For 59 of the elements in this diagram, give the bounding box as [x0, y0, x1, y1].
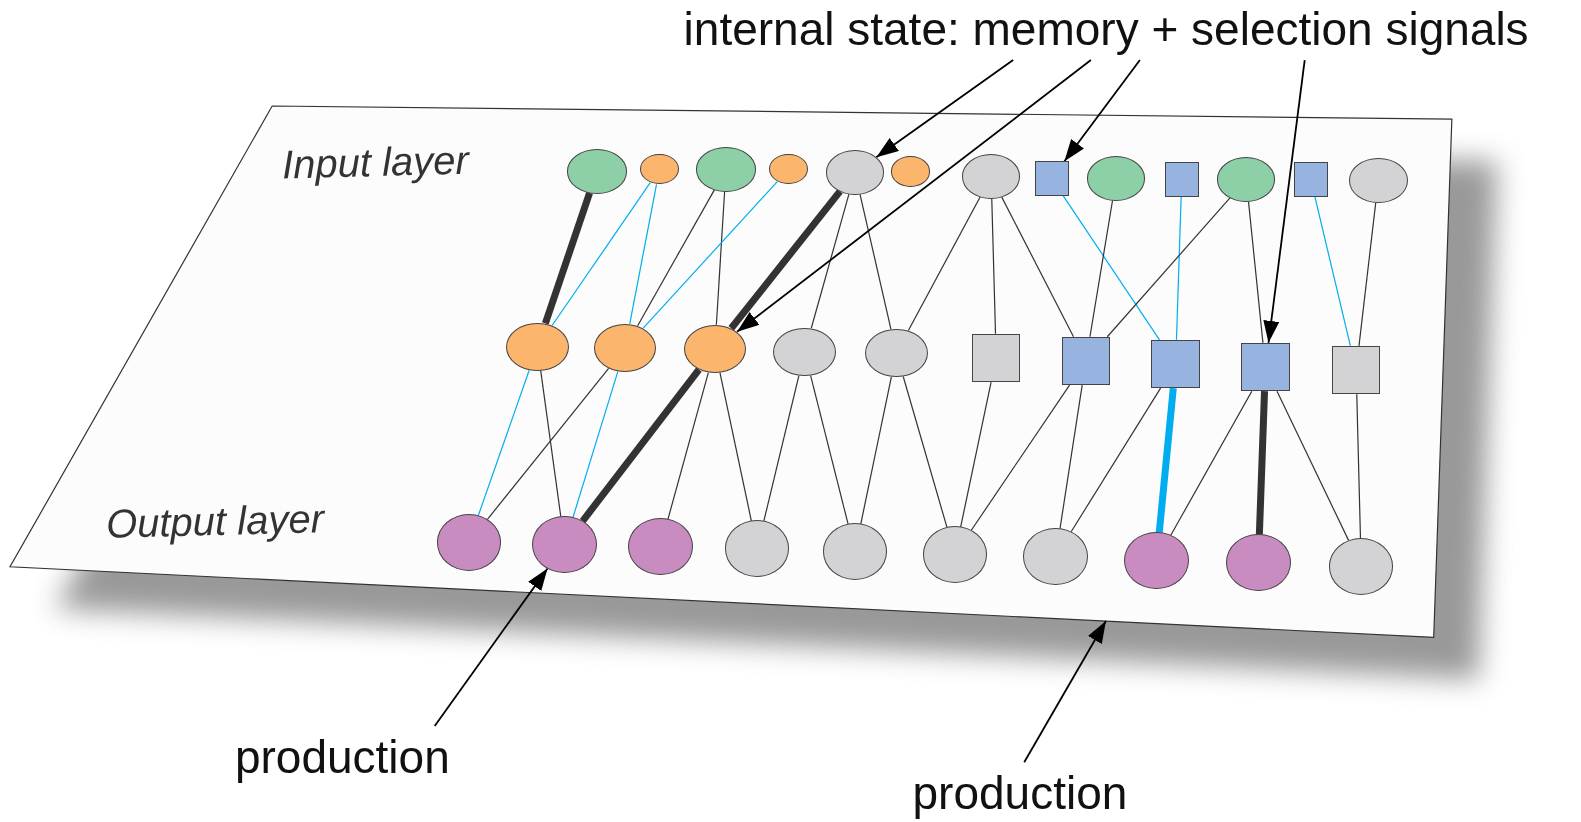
connection-line: [1062, 195, 1161, 341]
connection-line: [907, 196, 981, 332]
connection-line: [960, 381, 992, 528]
square-node: [972, 333, 1021, 383]
tilted-plane: [10, 105, 1452, 638]
connection-line: [859, 193, 892, 330]
connection-line: [542, 191, 593, 325]
connection-line: [860, 376, 892, 525]
connection-line: [1358, 202, 1377, 347]
connection-line: [551, 182, 651, 327]
square-node: [1151, 339, 1200, 389]
square-node: [1164, 162, 1199, 197]
connection-line: [810, 193, 850, 329]
connection-line: [477, 369, 530, 517]
connection-line: [902, 375, 948, 528]
connection-line: [1314, 196, 1351, 347]
annotation-text: internal state: memory + selection signals: [683, 4, 1529, 55]
connection-line: [810, 375, 849, 525]
square-node: [1331, 345, 1381, 395]
square-node: [1034, 161, 1069, 196]
connection-line: [1089, 199, 1114, 338]
connection-line: [715, 190, 726, 326]
arrow: [1063, 59, 1141, 163]
connection-line: [1276, 390, 1350, 542]
square-node: [1241, 342, 1290, 392]
connection-line: [1175, 196, 1182, 341]
arrow: [433, 567, 549, 727]
connection-line: [991, 198, 997, 335]
connection-line: [1001, 196, 1075, 338]
layer-label: Output layer: [105, 496, 325, 546]
connection-line: [1170, 390, 1253, 536]
connection-line: [1247, 201, 1264, 344]
connection-line: [572, 370, 619, 518]
connection-line: [1255, 391, 1269, 535]
connection-line: [486, 367, 610, 520]
connection-line: [540, 370, 562, 518]
connection-line: [1070, 387, 1162, 533]
layer-label: Input layer: [281, 137, 470, 187]
square-node: [1293, 162, 1328, 197]
arrow: [736, 59, 1092, 333]
connection-line: [629, 183, 658, 325]
arrow: [1263, 59, 1306, 344]
arrow: [1023, 620, 1107, 764]
connection-line: [579, 367, 702, 524]
connection-line: [728, 189, 843, 331]
connection-line: [1356, 393, 1362, 540]
annotation-text: production: [234, 732, 450, 782]
connection-line: [667, 371, 709, 520]
connection-line: [719, 372, 752, 522]
connection-line: [763, 375, 800, 522]
connection-line: [1106, 197, 1231, 338]
connection-line: [637, 189, 715, 327]
arrow: [875, 59, 1015, 159]
connection-line: [1155, 387, 1177, 533]
connection-line: [1059, 384, 1083, 530]
connection-line: [642, 181, 778, 329]
connection-line: [970, 384, 1071, 531]
square-node: [1061, 336, 1111, 386]
annotation-text: production: [912, 768, 1128, 819]
